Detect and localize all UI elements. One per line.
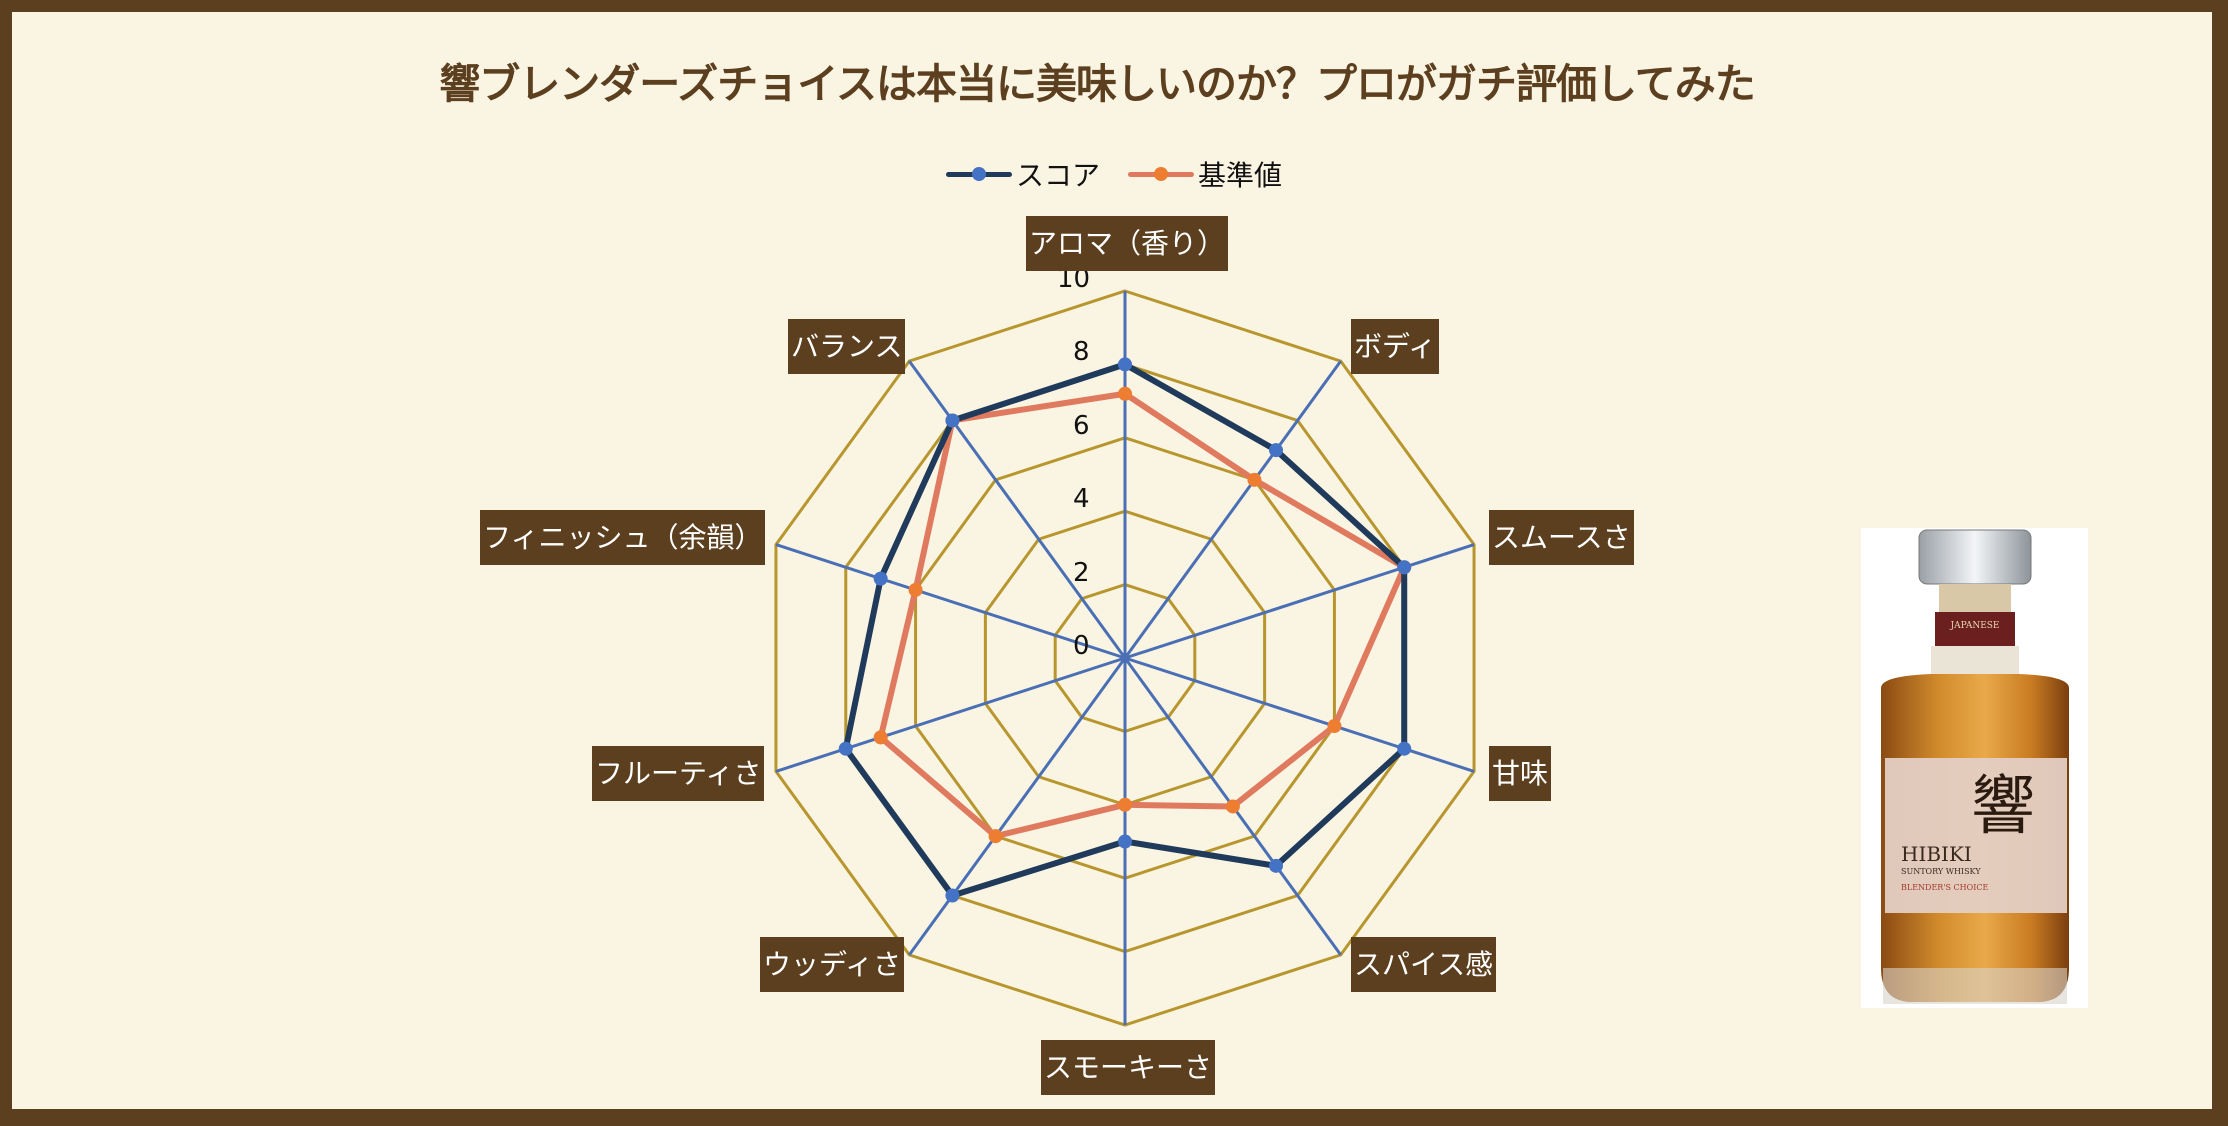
data-point-marker[interactable] [1269, 858, 1284, 873]
data-point-marker[interactable] [873, 730, 888, 745]
whisky-bottle-icon: JAPANESE 響 HIBIKI SUNTORY WHISKY BLENDER… [1881, 529, 2069, 1004]
axis-label: フルーティさ [592, 746, 765, 801]
data-point-marker[interactable] [1225, 799, 1240, 814]
legend-item-baseline[interactable]: 基準値 [1128, 154, 1282, 194]
chart-title: 響ブレンダーズチョイスは本当に美味しいのか？プロがガチ評価してみた [439, 60, 1756, 108]
legend-label: スコア [1015, 159, 1100, 192]
data-point-marker[interactable] [1327, 719, 1342, 734]
tick-label: 0 [1073, 631, 1090, 661]
tick-label: 2 [1073, 557, 1090, 588]
axis-label: 甘味 [1489, 746, 1552, 801]
legend: スコア 基準値 [12, 154, 2216, 194]
data-point-marker[interactable] [1397, 560, 1412, 575]
legend-line-icon [945, 164, 1012, 184]
axis-label: スモーキーさ [1041, 1040, 1216, 1095]
axis-label: ボディ [1351, 319, 1440, 374]
svg-text:JAPANESE: JAPANESE [1949, 621, 1999, 631]
data-point-marker[interactable] [1118, 386, 1132, 401]
axis-spoke [908, 657, 1127, 956]
legend-item-score[interactable]: スコア [945, 154, 1100, 194]
data-point-marker[interactable] [1397, 741, 1412, 756]
data-point-marker[interactable] [908, 582, 923, 597]
data-point-marker[interactable] [945, 888, 960, 903]
axis-label: アロマ（香り） [1026, 216, 1229, 271]
axis-spoke [775, 543, 1126, 660]
data-point-marker[interactable] [1118, 834, 1132, 849]
tick-label: 6 [1073, 410, 1090, 441]
axis-spoke [1124, 543, 1475, 660]
data-point-marker[interactable] [945, 413, 960, 428]
axis-label: スムースさ [1489, 510, 1634, 565]
data-point-marker[interactable] [1118, 797, 1132, 812]
data-point-marker[interactable] [1269, 443, 1284, 458]
chart-frame: 響ブレンダーズチョイスは本当に美味しいのか？プロがガチ評価してみた スコア 基準… [12, 12, 2212, 1109]
tick-label: 8 [1073, 337, 1090, 368]
svg-text:SUNTORY WHISKY: SUNTORY WHISKY [1901, 867, 1981, 876]
product-image: JAPANESE 響 HIBIKI SUNTORY WHISKY BLENDER… [1861, 528, 2088, 1008]
axis-spoke [1123, 360, 1342, 659]
axis-label: フィニッシュ（余韻） [480, 510, 766, 565]
data-point-marker[interactable] [988, 829, 1003, 844]
data-point-marker[interactable] [873, 571, 888, 586]
data-point-marker[interactable] [1118, 357, 1132, 372]
tick-label: 4 [1073, 484, 1090, 515]
axis-label: スパイス感 [1351, 937, 1497, 992]
svg-text:響: 響 [1971, 770, 2035, 844]
legend-label: 基準値 [1198, 159, 1283, 192]
axis-label: ウッディさ [760, 937, 905, 992]
axis-spoke [908, 360, 1127, 659]
legend-line-icon [1128, 164, 1194, 184]
svg-text:BLENDER'S CHOICE: BLENDER'S CHOICE [1901, 883, 1988, 892]
data-point-marker[interactable] [838, 741, 853, 756]
axis-spoke [775, 656, 1126, 773]
axis-label: バランス [788, 319, 906, 374]
axis-spoke [1124, 656, 1475, 773]
svg-text:HIBIKI: HIBIKI [1901, 842, 1972, 866]
data-point-marker[interactable] [1247, 472, 1262, 487]
